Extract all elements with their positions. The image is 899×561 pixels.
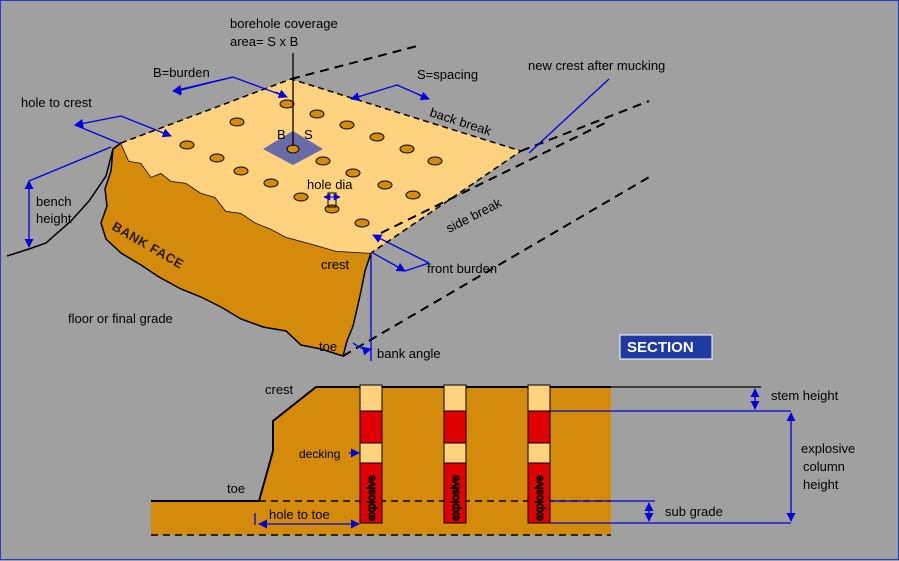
ground-profile-line xyxy=(6,142,122,257)
borehole-pattern xyxy=(179,99,443,228)
borehole xyxy=(399,144,415,154)
section-badge xyxy=(619,334,713,360)
hole-to-crest-dimension xyxy=(74,115,172,137)
section-badge-text: SECTION xyxy=(627,339,694,356)
bench-height-label-1: bench xyxy=(36,194,71,209)
explosive-column-label-1: explosive xyxy=(801,441,855,456)
section-hole-3: explosive xyxy=(527,384,551,524)
side-break-label: side break xyxy=(444,195,505,236)
borehole xyxy=(263,178,279,188)
burden-arrow-right xyxy=(274,89,288,99)
side-break-dashed-line xyxy=(380,120,610,234)
back-break-dashed-line xyxy=(520,100,650,152)
sub-grade-label: sub grade xyxy=(665,504,723,519)
borehole-coverage-label-2: area= S x B xyxy=(230,34,298,49)
borehole xyxy=(345,168,361,178)
hole-to-toe-label: hole to toe xyxy=(269,507,330,522)
spacing-dimension xyxy=(350,84,430,100)
spacing-label: S=spacing xyxy=(417,67,478,82)
borehole xyxy=(293,192,309,202)
borehole-coverage-label-1: borehole coverage xyxy=(230,16,338,31)
borehole xyxy=(209,153,225,163)
bench-isometric-view: borehole coverage area= S x B B=burden S… xyxy=(6,16,665,361)
b-letter-label: B xyxy=(277,127,286,142)
borehole xyxy=(324,204,340,214)
explosive-column-label-3: height xyxy=(803,477,839,492)
new-crest-pointer xyxy=(528,78,610,154)
borehole xyxy=(339,120,355,130)
borehole xyxy=(229,117,245,127)
borehole xyxy=(377,180,393,190)
s-letter-label: S xyxy=(304,127,313,142)
back-line-dashed xyxy=(290,44,422,80)
new-crest-label: new crest after mucking xyxy=(528,58,665,73)
explosive-label-3: explosive xyxy=(534,475,546,521)
bank-angle-label: bank angle xyxy=(377,346,441,361)
hole-dia-label: hole dia xyxy=(307,177,353,192)
borehole xyxy=(369,132,385,142)
bench-top-surface xyxy=(121,79,521,253)
bench-top-outline xyxy=(120,78,523,254)
hole-to-crest-label: hole to crest xyxy=(21,95,92,110)
section-toe-label: toe xyxy=(227,481,245,496)
explosive-label-1: explosive xyxy=(366,475,378,521)
borehole xyxy=(354,218,370,228)
bench-height-label-2: height xyxy=(36,211,72,226)
front-burden-dimension xyxy=(372,234,430,264)
toe-label: toe xyxy=(319,339,337,354)
section-hole-1: explosive xyxy=(359,384,383,524)
borehole xyxy=(315,156,331,166)
borehole xyxy=(427,156,443,166)
floor-label: floor or final grade xyxy=(68,311,173,326)
burden-label: B=burden xyxy=(153,65,210,80)
crest-label: crest xyxy=(321,257,350,272)
section-hole-2: explosive xyxy=(443,384,467,524)
borehole xyxy=(279,99,295,109)
borehole xyxy=(405,190,421,200)
section-view: SECTION explosive explosive exp xyxy=(151,334,855,536)
borehole xyxy=(233,166,249,176)
bank-angle-arc xyxy=(352,342,372,356)
borehole xyxy=(179,140,195,150)
stem-height-label: stem height xyxy=(771,388,839,403)
explosive-column-label-2: column xyxy=(803,459,845,474)
decking-label: decking xyxy=(299,447,340,461)
explosive-label-2: explosive xyxy=(450,475,462,521)
borehole xyxy=(309,109,325,119)
front-burden-label: front burden xyxy=(427,261,497,276)
section-crest-label: crest xyxy=(265,382,294,397)
borehole xyxy=(286,144,300,154)
